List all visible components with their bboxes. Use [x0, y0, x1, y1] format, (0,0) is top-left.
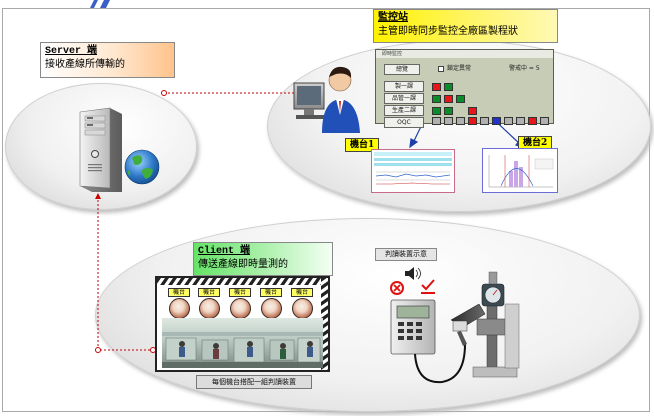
status-cell[interactable]	[504, 117, 513, 125]
status-cell[interactable]	[528, 117, 537, 125]
monitor-label-box: 監控站 主管即時同步監控全廠區製程狀	[373, 9, 558, 43]
machine2-screenshot	[482, 148, 558, 193]
supervisor-icon	[293, 66, 360, 133]
status-cell[interactable]	[432, 83, 441, 91]
status-cell[interactable]	[432, 117, 441, 125]
server-to-client-connector	[97, 196, 153, 351]
machine1-tag: 機台1	[345, 138, 380, 152]
logo-icon	[90, 0, 110, 8]
overview-button[interactable]: 總覽	[384, 64, 420, 75]
diagram-frame	[2, 8, 650, 412]
monitoring-panel: 即時監控 總覽 鎖定異常 警戒中 = 5 製一課 品管一課 生產二課 OQC	[375, 49, 554, 128]
machine-label: 機台	[291, 288, 313, 297]
machine-label: 機台	[168, 288, 190, 297]
status-cell[interactable]	[444, 95, 453, 103]
machine-label: 機台	[198, 288, 220, 297]
status-cell[interactable]	[432, 95, 441, 103]
reading-device-illustration	[390, 267, 520, 384]
client-machines-panel: 機台 機台 機台 機台 機台	[155, 276, 330, 372]
status-cell[interactable]	[456, 95, 465, 103]
alert-count-text: 警戒中 = 5	[509, 65, 540, 72]
fail-indicator-icon	[390, 281, 404, 295]
gauge-icon	[169, 298, 190, 319]
hazard-stripe-top	[157, 278, 328, 285]
monitor-desc: 主管即時同步監控全廠區製程狀	[378, 27, 518, 38]
status-cell[interactable]	[492, 117, 501, 125]
gauge-icon	[261, 298, 282, 319]
caliper-icon	[450, 303, 486, 346]
machine1-screenshot	[371, 149, 455, 193]
gauge-icon	[230, 298, 251, 319]
device-caption: 判讀裝置示意	[375, 248, 437, 261]
lock-abnormal-label: 鎖定異常	[447, 65, 472, 72]
client-title: Client 端	[198, 246, 251, 257]
row-button-oqc[interactable]: OQC	[384, 117, 424, 128]
machine1-chart-thumbnail	[374, 152, 452, 185]
server-title: Server 端	[45, 46, 98, 57]
monitor-title: 監控站	[378, 13, 408, 24]
row-button-prod2[interactable]: 生產二課	[384, 105, 424, 116]
factory-floor-image	[162, 318, 323, 368]
gauge-icon	[292, 298, 313, 319]
status-cell[interactable]	[456, 117, 465, 125]
device-cable	[414, 343, 466, 384]
server-tower-icon	[79, 107, 160, 192]
status-cell[interactable]	[468, 107, 477, 115]
row-button-qc1[interactable]: 品管一課	[384, 93, 424, 104]
status-cell[interactable]	[480, 117, 489, 125]
lock-abnormal-checkbox[interactable]	[438, 66, 444, 72]
arrow-head-icon	[409, 138, 419, 149]
status-cell[interactable]	[516, 117, 525, 125]
connector-end-dot	[161, 90, 167, 96]
client-caption: 每個機台搭配一組判讀裝置	[196, 375, 312, 389]
status-cell[interactable]	[540, 117, 549, 125]
machine-label: 機台	[260, 288, 282, 297]
reader-display	[396, 305, 430, 319]
status-cell[interactable]	[444, 107, 453, 115]
client-desc: 傳送產線即時量測的	[198, 260, 288, 271]
speaker-icon	[405, 267, 421, 280]
server-label-box: Server 端 接收產線所傳輸的	[40, 42, 175, 78]
status-cell[interactable]	[444, 117, 453, 125]
status-cell[interactable]	[432, 107, 441, 115]
row-button-dept1[interactable]: 製一課	[384, 81, 424, 92]
hazard-stripe-right	[321, 278, 328, 370]
machine2-chart-thumbnail	[488, 155, 554, 188]
client-label-box: Client 端 傳送產線即時量測的	[193, 242, 333, 276]
status-cell[interactable]	[444, 83, 453, 91]
gauge-icon	[199, 298, 220, 319]
server-desc: 接收產線所傳輸的	[45, 60, 125, 71]
panel-titlebar: 即時監控	[376, 50, 553, 58]
machine-label: 機台	[229, 288, 251, 297]
pass-indicator-icon	[421, 279, 435, 294]
status-cell[interactable]	[468, 117, 477, 125]
connector-arrow-icon	[95, 193, 101, 199]
height-gauge-icon	[472, 271, 520, 378]
connector-end-dot	[95, 347, 101, 353]
